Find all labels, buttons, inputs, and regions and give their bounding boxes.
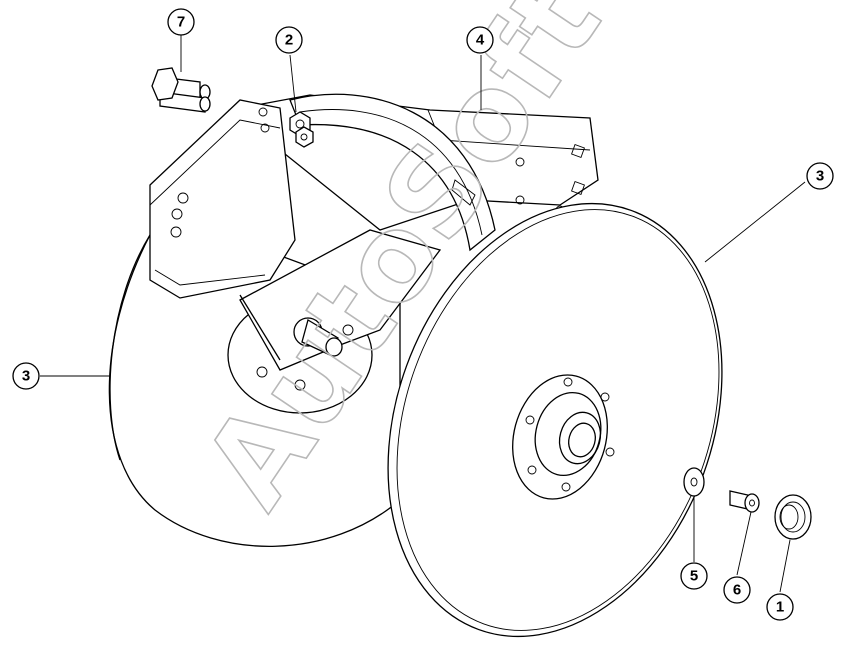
callout-7: 7 xyxy=(167,8,195,36)
callout-5-label: 5 xyxy=(690,568,698,585)
inner-hub-plate xyxy=(227,229,442,414)
callout-1: 1 xyxy=(766,593,794,621)
nuts-part-2 xyxy=(289,111,314,148)
leader-lines xyxy=(40,35,806,593)
axle-nut xyxy=(293,317,343,357)
callout-4: 4 xyxy=(466,26,494,54)
callout-3-left: 3 xyxy=(12,362,40,390)
callout-2-label: 2 xyxy=(285,32,293,49)
callout-3-right: 3 xyxy=(806,162,834,190)
bolt-part-7 xyxy=(151,67,211,113)
scraper-guard xyxy=(289,93,496,252)
screw-part-6 xyxy=(729,490,760,513)
callout-5: 5 xyxy=(680,562,708,590)
callout-4-label: 4 xyxy=(476,32,485,49)
callout-2: 2 xyxy=(275,26,303,54)
cap-part-1 xyxy=(774,494,812,540)
callout-1-label: 1 xyxy=(776,599,784,616)
callout-6-label: 6 xyxy=(733,582,741,599)
callout-3-left-label: 3 xyxy=(22,368,30,385)
arm-plate xyxy=(149,99,296,361)
callout-6: 6 xyxy=(723,576,751,604)
callout-7-label: 7 xyxy=(177,14,185,31)
callout-3-right-label: 3 xyxy=(816,168,824,185)
washer-part-5 xyxy=(683,467,705,497)
